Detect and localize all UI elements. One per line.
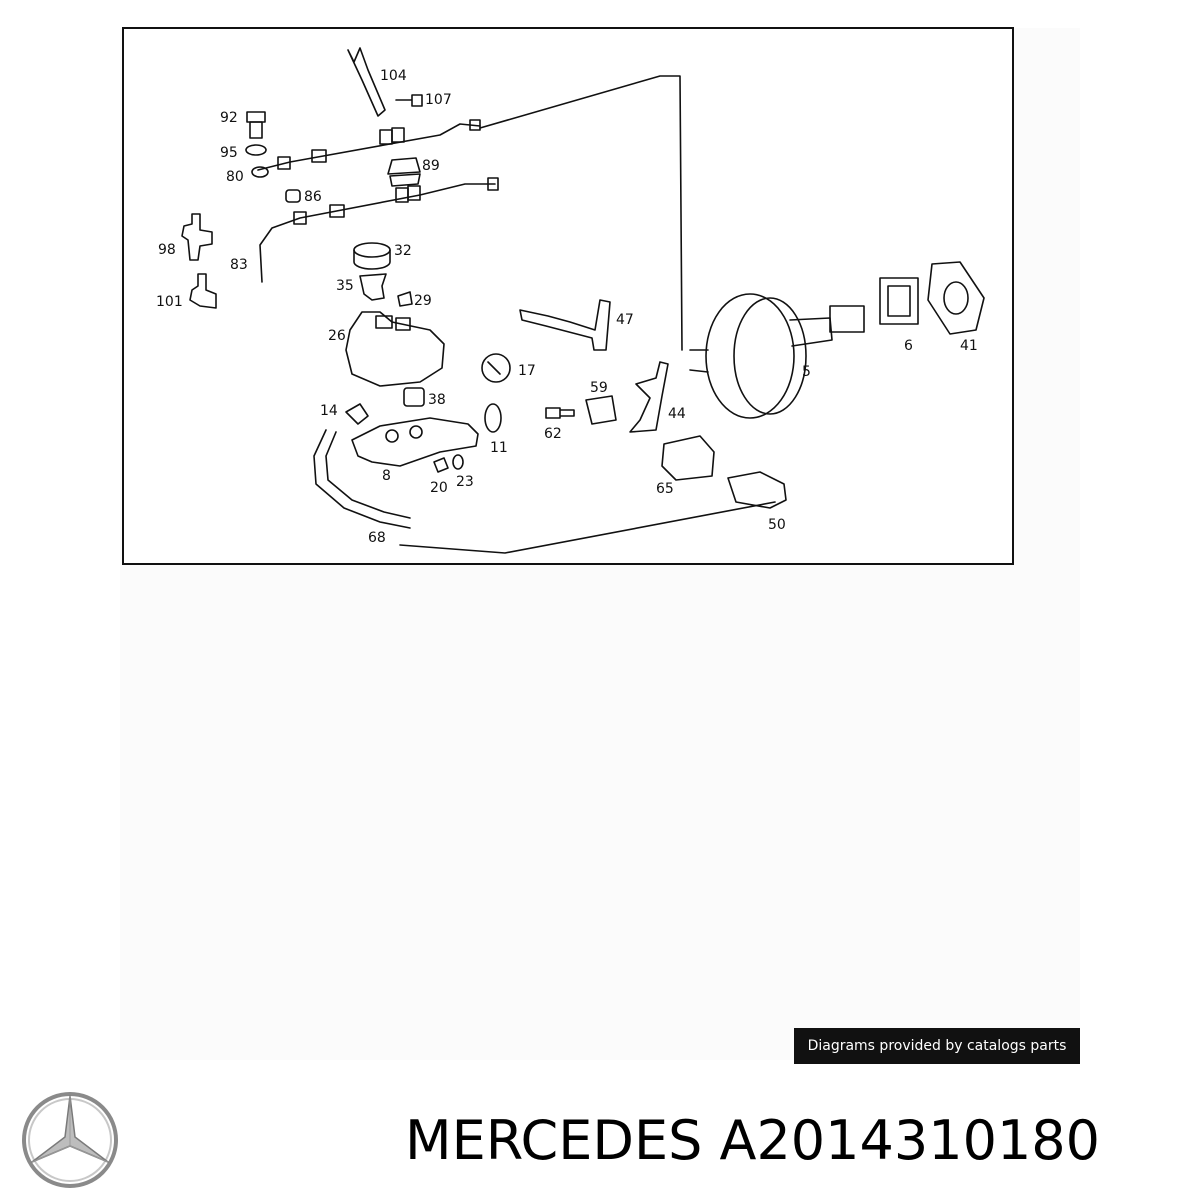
part-title: MERCEDES A2014310180 <box>405 1109 1101 1172</box>
port <box>409 425 423 439</box>
strainer-35 <box>359 273 387 301</box>
callout-59: 59 <box>590 380 608 396</box>
boot-89 <box>389 173 421 187</box>
reservoir-26 <box>375 315 393 329</box>
oring-11 <box>484 403 502 433</box>
hose-68 <box>313 429 411 529</box>
credit-banner: Diagrams provided by catalogs parts <box>794 1028 1080 1064</box>
seal-plate-41 <box>927 261 985 335</box>
bracket-59 <box>585 395 617 425</box>
block-65 <box>661 435 715 481</box>
banjo-bolt-92 <box>249 121 263 139</box>
clip-86 <box>285 189 301 203</box>
boot-89 <box>387 157 421 175</box>
switch-50 <box>727 471 787 509</box>
callout-98: 98 <box>158 242 176 258</box>
leader-line <box>399 501 776 554</box>
callout-23: 23 <box>456 474 474 490</box>
fitting <box>391 127 405 143</box>
callout-86: 86 <box>304 189 322 205</box>
brake-line-upper <box>257 123 481 171</box>
fitting-98 <box>181 213 213 261</box>
callout-8: 8 <box>382 468 391 484</box>
callout-38: 38 <box>428 392 446 408</box>
seal-17 <box>487 361 501 375</box>
leader-line <box>479 75 683 351</box>
fitting <box>277 156 291 170</box>
fitting <box>407 185 421 201</box>
brake-line-83 <box>259 183 496 283</box>
callout-68: 68 <box>368 530 386 546</box>
callout-14: 14 <box>320 403 338 419</box>
callout-32: 32 <box>394 243 412 259</box>
callout-89: 89 <box>422 158 440 174</box>
callout-80: 80 <box>226 169 244 185</box>
port <box>385 429 399 443</box>
seal-plate-41 <box>943 281 969 315</box>
booster-5 <box>789 317 833 347</box>
reservoir-26 <box>345 311 445 387</box>
bracket-47 <box>519 299 611 351</box>
nut-20 <box>433 457 449 473</box>
callout-20: 20 <box>430 480 448 496</box>
fitting <box>329 204 345 218</box>
callout-95: 95 <box>220 145 238 161</box>
washer-95 <box>245 144 267 156</box>
fitting <box>487 177 499 191</box>
bracket-44 <box>629 361 669 433</box>
plug-38 <box>403 387 425 407</box>
callout-5: 5 <box>802 364 811 380</box>
callout-17: 17 <box>518 363 536 379</box>
stud <box>689 349 709 373</box>
mercedes-star-icon <box>22 1092 118 1188</box>
callout-101: 101 <box>156 294 183 310</box>
fitting-101 <box>189 273 217 309</box>
bracket-104 <box>347 47 386 117</box>
bolt-107 <box>395 94 423 107</box>
fitting <box>311 149 327 163</box>
callout-107: 107 <box>425 92 452 108</box>
callout-50: 50 <box>768 517 786 533</box>
callout-41: 41 <box>960 338 978 354</box>
gasket-6 <box>887 285 911 317</box>
callout-62: 62 <box>544 426 562 442</box>
fitting <box>293 211 307 225</box>
callout-104: 104 <box>380 68 407 84</box>
master-cylinder-8 <box>351 417 479 467</box>
callout-47: 47 <box>616 312 634 328</box>
callout-65: 65 <box>656 481 674 497</box>
booster-5 <box>733 297 807 415</box>
cap-32 <box>353 249 391 270</box>
cap-14 <box>345 403 369 425</box>
bolt-62 <box>545 407 575 419</box>
callout-29: 29 <box>414 293 432 309</box>
diagram-frame <box>122 27 1014 565</box>
callout-35: 35 <box>336 278 354 294</box>
gasket-6 <box>879 277 919 325</box>
callout-26: 26 <box>328 328 346 344</box>
fitting <box>469 119 481 131</box>
booster-5 <box>829 305 865 333</box>
callout-92: 92 <box>220 110 238 126</box>
reservoir-26 <box>395 317 411 331</box>
plug-29 <box>397 291 413 307</box>
hose-68 <box>325 431 411 519</box>
seal-17 <box>481 353 511 383</box>
callout-6: 6 <box>904 338 913 354</box>
washer-23 <box>452 454 464 470</box>
fitting-80 <box>251 166 269 178</box>
callout-11: 11 <box>490 440 508 456</box>
callout-83: 83 <box>230 257 248 273</box>
callout-44: 44 <box>668 406 686 422</box>
booster-5 <box>705 293 795 419</box>
